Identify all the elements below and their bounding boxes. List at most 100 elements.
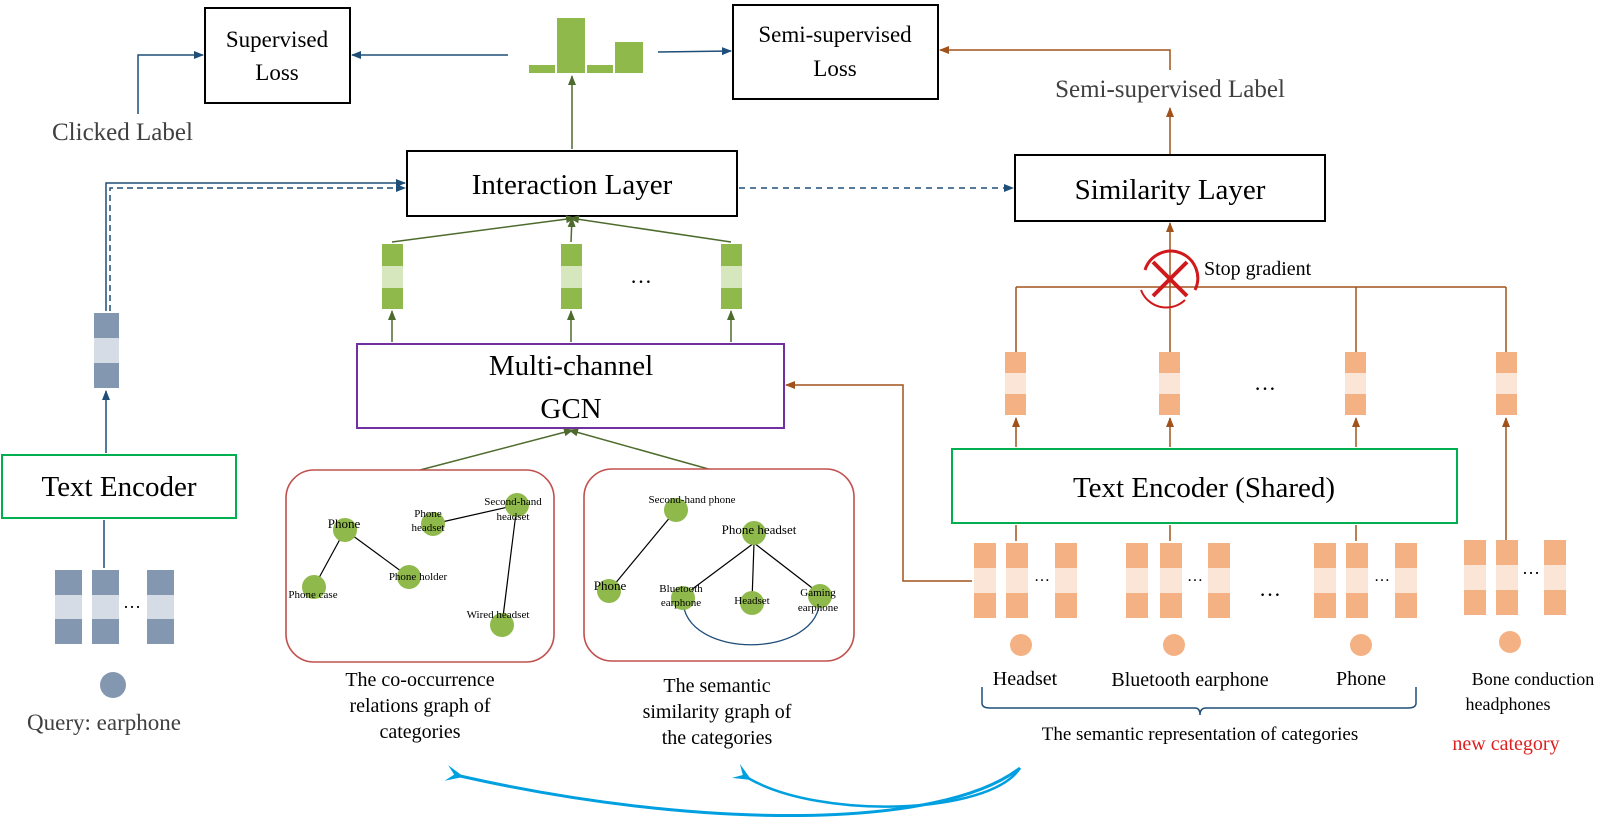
- arrow-vector-to-interaction: [105, 179, 406, 311]
- arrow-clicked-label: [137, 51, 204, 114]
- node-sem-headset: [740, 591, 764, 615]
- similarity-layer-box: Similarity Layer: [1014, 154, 1326, 222]
- category-output-vectors: …: [1005, 352, 1517, 415]
- category-phone-label: Phone: [1336, 668, 1386, 690]
- label-sem-phone: Phone: [594, 578, 627, 593]
- group2-ellipsis: …: [1187, 568, 1203, 585]
- semi-supervised-loss-box: Semi-supervised Loss: [732, 4, 939, 100]
- semantic-caption-1: The semantic: [663, 675, 770, 697]
- node-phone-headset: [421, 512, 445, 536]
- text-encoder-shared-box: Text Encoder (Shared): [951, 448, 1458, 524]
- semantic-caption-2: similarity graph of: [643, 701, 792, 723]
- node-sem-phone: [597, 579, 621, 603]
- category-bone-label-2: headphones: [1466, 694, 1551, 714]
- cooccurrence-caption-2: relations graph of: [349, 695, 490, 717]
- gcn-output-ellipsis: …: [630, 263, 652, 288]
- node-second-hand-phone: [664, 498, 688, 522]
- supervised-loss-box: Supervised Loss: [204, 7, 351, 104]
- label-phone-headset-2: headset: [412, 522, 445, 534]
- label-phone-headset-1: Phone: [414, 508, 442, 520]
- node-second-hand-headset: [505, 493, 529, 517]
- query-token-ellipsis: …: [123, 592, 141, 612]
- node-phone-holder: [397, 565, 421, 589]
- text-encoder-box: Text Encoder: [1, 454, 237, 519]
- category-headset-label: Headset: [993, 668, 1058, 690]
- node-wired-headset: [490, 613, 514, 637]
- semantic-caption-3: the categories: [662, 727, 773, 749]
- node-sem-gaming-earphone: [808, 584, 832, 608]
- semi-supervised-loss-line1: Semi-supervised: [758, 22, 912, 47]
- label-sem-phone-headset: Phone headset: [722, 522, 797, 537]
- arrow-channel1-to-interaction: [391, 215, 576, 243]
- cyan-arrow-to-cooccurrence: [444, 765, 1021, 818]
- label-phone-holder: Phone holder: [389, 571, 448, 583]
- query-label: Query: earphone: [27, 710, 181, 735]
- gcn-label-line1: Multi-channel: [489, 350, 653, 382]
- arrow-semi-label-to-loss: [939, 46, 1171, 70]
- group3-ellipsis: …: [1374, 568, 1390, 585]
- multi-channel-gcn-box: Multi-channel GCN: [356, 343, 785, 429]
- new-category-label: new category: [1452, 733, 1559, 755]
- stop-gradient-icon: [1140, 249, 1200, 309]
- category-brace: [981, 687, 1417, 716]
- semi-supervised-loss-line2: Loss: [813, 56, 857, 81]
- category-bone-label-1: Bone conduction: [1472, 669, 1594, 689]
- node-phone: [333, 518, 357, 542]
- label-second-hand-headset-1: Second-hand: [484, 496, 542, 508]
- dashed-arrow-vector-to-interaction: [109, 184, 406, 311]
- interaction-layer-label: Interaction Layer: [472, 169, 673, 201]
- label-phone: Phone: [328, 516, 361, 531]
- arrow-category-tokens-to-gcn: [785, 381, 972, 582]
- category-bluetooth-label: Bluetooth earphone: [1111, 669, 1268, 691]
- arrow-channel3-to-interaction: [569, 215, 732, 243]
- gcn-label-line2: GCN: [540, 393, 601, 425]
- query-node-icon: [100, 672, 126, 698]
- interaction-layer-box: Interaction Layer: [406, 150, 738, 217]
- label-second-hand-headset-2: headset: [497, 511, 530, 523]
- cyan-arrow-to-semantic: [731, 764, 1022, 808]
- arrow-semantic-graph-to-gcn: [568, 428, 713, 471]
- node-phone-case: [302, 575, 326, 599]
- arrow-to-semi-supervised-loss: [657, 47, 732, 56]
- supervised-loss-line1: Supervised: [226, 27, 329, 52]
- clicked-label: Clicked Label: [52, 119, 193, 146]
- label-second-hand-phone: Second-hand phone: [648, 494, 735, 506]
- supervised-loss-line2: Loss: [255, 60, 299, 85]
- groups-ellipsis: …: [1259, 576, 1281, 601]
- category-output-ellipsis: …: [1254, 370, 1276, 395]
- gcn-output-vectors: …: [382, 244, 742, 309]
- text-encoder-label: Text Encoder: [42, 471, 197, 503]
- node-sem-phone-headset: [742, 521, 766, 545]
- semantic-representation-label: The semantic representation of categorie…: [1042, 724, 1359, 745]
- semantic-graph: Second-hand phone Phone Phone headset Bl…: [583, 468, 855, 662]
- group4-ellipsis: …: [1522, 558, 1540, 578]
- bone-conduction-node-icon: [1499, 631, 1521, 653]
- label-sem-gaming-earphone-1: Gaming: [800, 587, 836, 599]
- arrow-channel2-to-interaction: [567, 217, 576, 243]
- cooccurrence-caption-3: categories: [379, 721, 460, 743]
- bluetooth-node-icon: [1163, 634, 1185, 656]
- label-wired-headset: Wired headset: [467, 609, 530, 621]
- query-token-embeddings: …: [55, 570, 174, 644]
- label-sem-bluetooth-earphone-2: earphone: [661, 597, 701, 609]
- phone-node-icon: [1350, 634, 1372, 656]
- cooccurrence-graph: Phone Phone case Phone headset Phone hol…: [285, 469, 555, 663]
- cooccurrence-caption-1: The co-occurrence: [345, 669, 494, 691]
- category-token-embeddings: … … … … …: [974, 540, 1566, 618]
- node-sem-bluetooth-earphone: [671, 586, 695, 610]
- label-sem-headset: Headset: [734, 595, 769, 607]
- similarity-layer-label: Similarity Layer: [1075, 174, 1266, 206]
- stop-gradient-label: Stop gradient: [1204, 258, 1312, 280]
- query-embedding-vector: [94, 313, 119, 388]
- semi-supervised-label: Semi-supervised Label: [1055, 76, 1285, 103]
- text-encoder-shared-label: Text Encoder (Shared): [1073, 472, 1335, 504]
- label-phone-case: Phone case: [288, 589, 337, 601]
- label-sem-bluetooth-earphone-1: Bluetooth: [659, 583, 703, 595]
- label-sem-gaming-earphone-2: earphone: [798, 602, 838, 614]
- headset-node-icon: [1010, 634, 1032, 656]
- arrow-cooccurrence-to-gcn: [419, 428, 574, 471]
- group1-ellipsis: …: [1034, 568, 1050, 585]
- prediction-histogram-icon: [529, 18, 643, 73]
